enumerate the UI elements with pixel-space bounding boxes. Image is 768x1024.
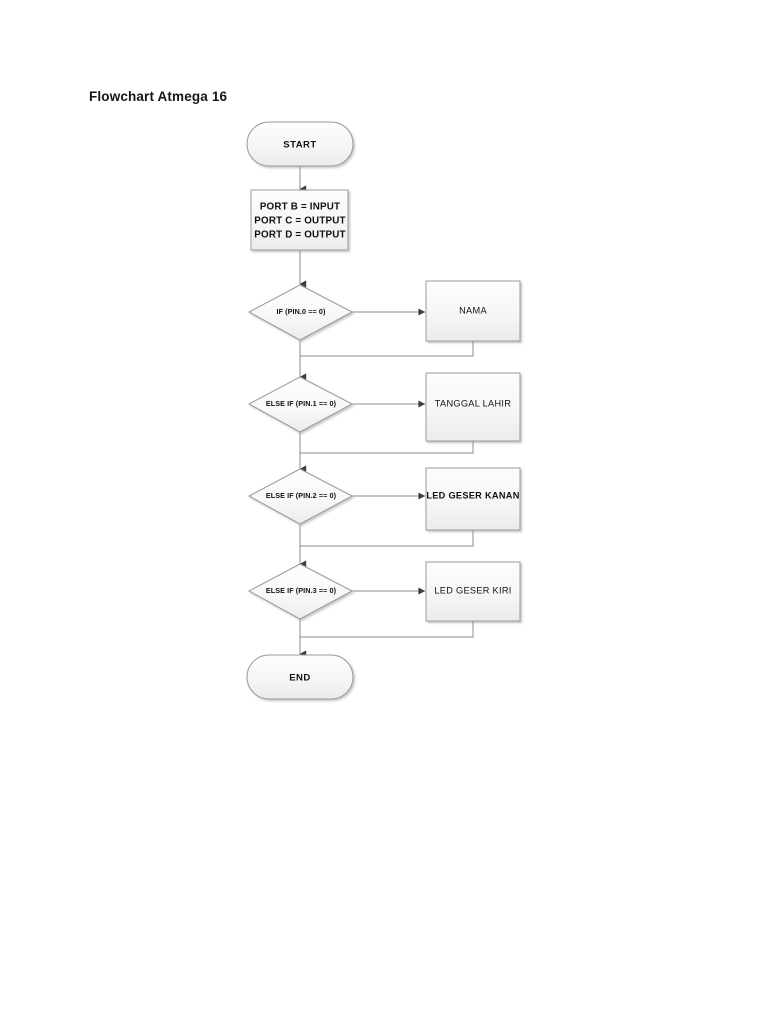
- action-led-geser-kanan-shape: [425, 467, 521, 531]
- connector-action-1-return: [300, 441, 474, 454]
- action-nama-label: NAMA: [459, 305, 487, 315]
- action-led-geser-kiri-shape: [425, 561, 521, 622]
- port-config-line-3: PORT D = OUTPUT: [254, 230, 345, 241]
- node-decision-pin1[interactable]: ELSE IF (PIN.1 == 0): [247, 376, 354, 433]
- decision-pin3-shape: [247, 563, 354, 620]
- action-led-geser-kanan-label: LED GESER KANAN: [426, 490, 519, 500]
- action-tanggal-lahir-shape: [425, 372, 521, 442]
- node-decision-pin3[interactable]: ELSE IF (PIN.3 == 0): [247, 563, 354, 620]
- end-shape: [246, 654, 354, 700]
- action-nama-shape: [425, 280, 521, 342]
- connector-action-3-return: [300, 621, 474, 638]
- node-port-config[interactable]: PORT B = INPUT PORT C = OUTPUT PORT D = …: [250, 189, 349, 251]
- decision-pin2-shape: [247, 468, 354, 525]
- connector-action-0-return: [300, 341, 474, 357]
- node-action-led-geser-kanan[interactable]: LED GESER KANAN: [425, 467, 521, 531]
- node-end[interactable]: END: [246, 654, 354, 700]
- start-label: START: [283, 140, 316, 151]
- node-decision-pin2[interactable]: ELSE IF (PIN.2 == 0): [247, 468, 354, 525]
- connector-action-2-return: [300, 530, 474, 547]
- page-title: Flowchart Atmega 16: [89, 89, 228, 104]
- start-shape: [246, 121, 354, 167]
- decision-pin1-shape: [247, 376, 354, 433]
- node-action-tanggal-lahir[interactable]: TANGGAL LAHIR: [425, 372, 521, 442]
- action-led-geser-kiri-label: LED GESER KIRI: [434, 585, 511, 595]
- decision-pin2-label: ELSE IF (PIN.2 == 0): [266, 491, 337, 500]
- decision-pin0-label: IF (PIN.0 == 0): [276, 307, 326, 316]
- decision-pin3-label: ELSE IF (PIN.3 == 0): [266, 586, 337, 595]
- node-decision-pin0[interactable]: IF (PIN.0 == 0): [247, 284, 354, 341]
- decision-pin0-shape: [247, 284, 354, 341]
- port-config-line-2: PORT C = OUTPUT: [254, 216, 345, 227]
- end-label: END: [289, 673, 311, 684]
- node-action-nama[interactable]: NAMA: [425, 280, 521, 342]
- connector-layer: [299, 166, 474, 658]
- decision-pin1-label: ELSE IF (PIN.1 == 0): [266, 399, 337, 408]
- port-config-line-1: PORT B = INPUT: [260, 202, 340, 213]
- node-action-led-geser-kiri[interactable]: LED GESER KIRI: [425, 561, 521, 622]
- node-start[interactable]: START: [246, 121, 354, 167]
- port-config-shape: [250, 189, 349, 251]
- action-tanggal-lahir-label: TANGGAL LAHIR: [435, 398, 511, 408]
